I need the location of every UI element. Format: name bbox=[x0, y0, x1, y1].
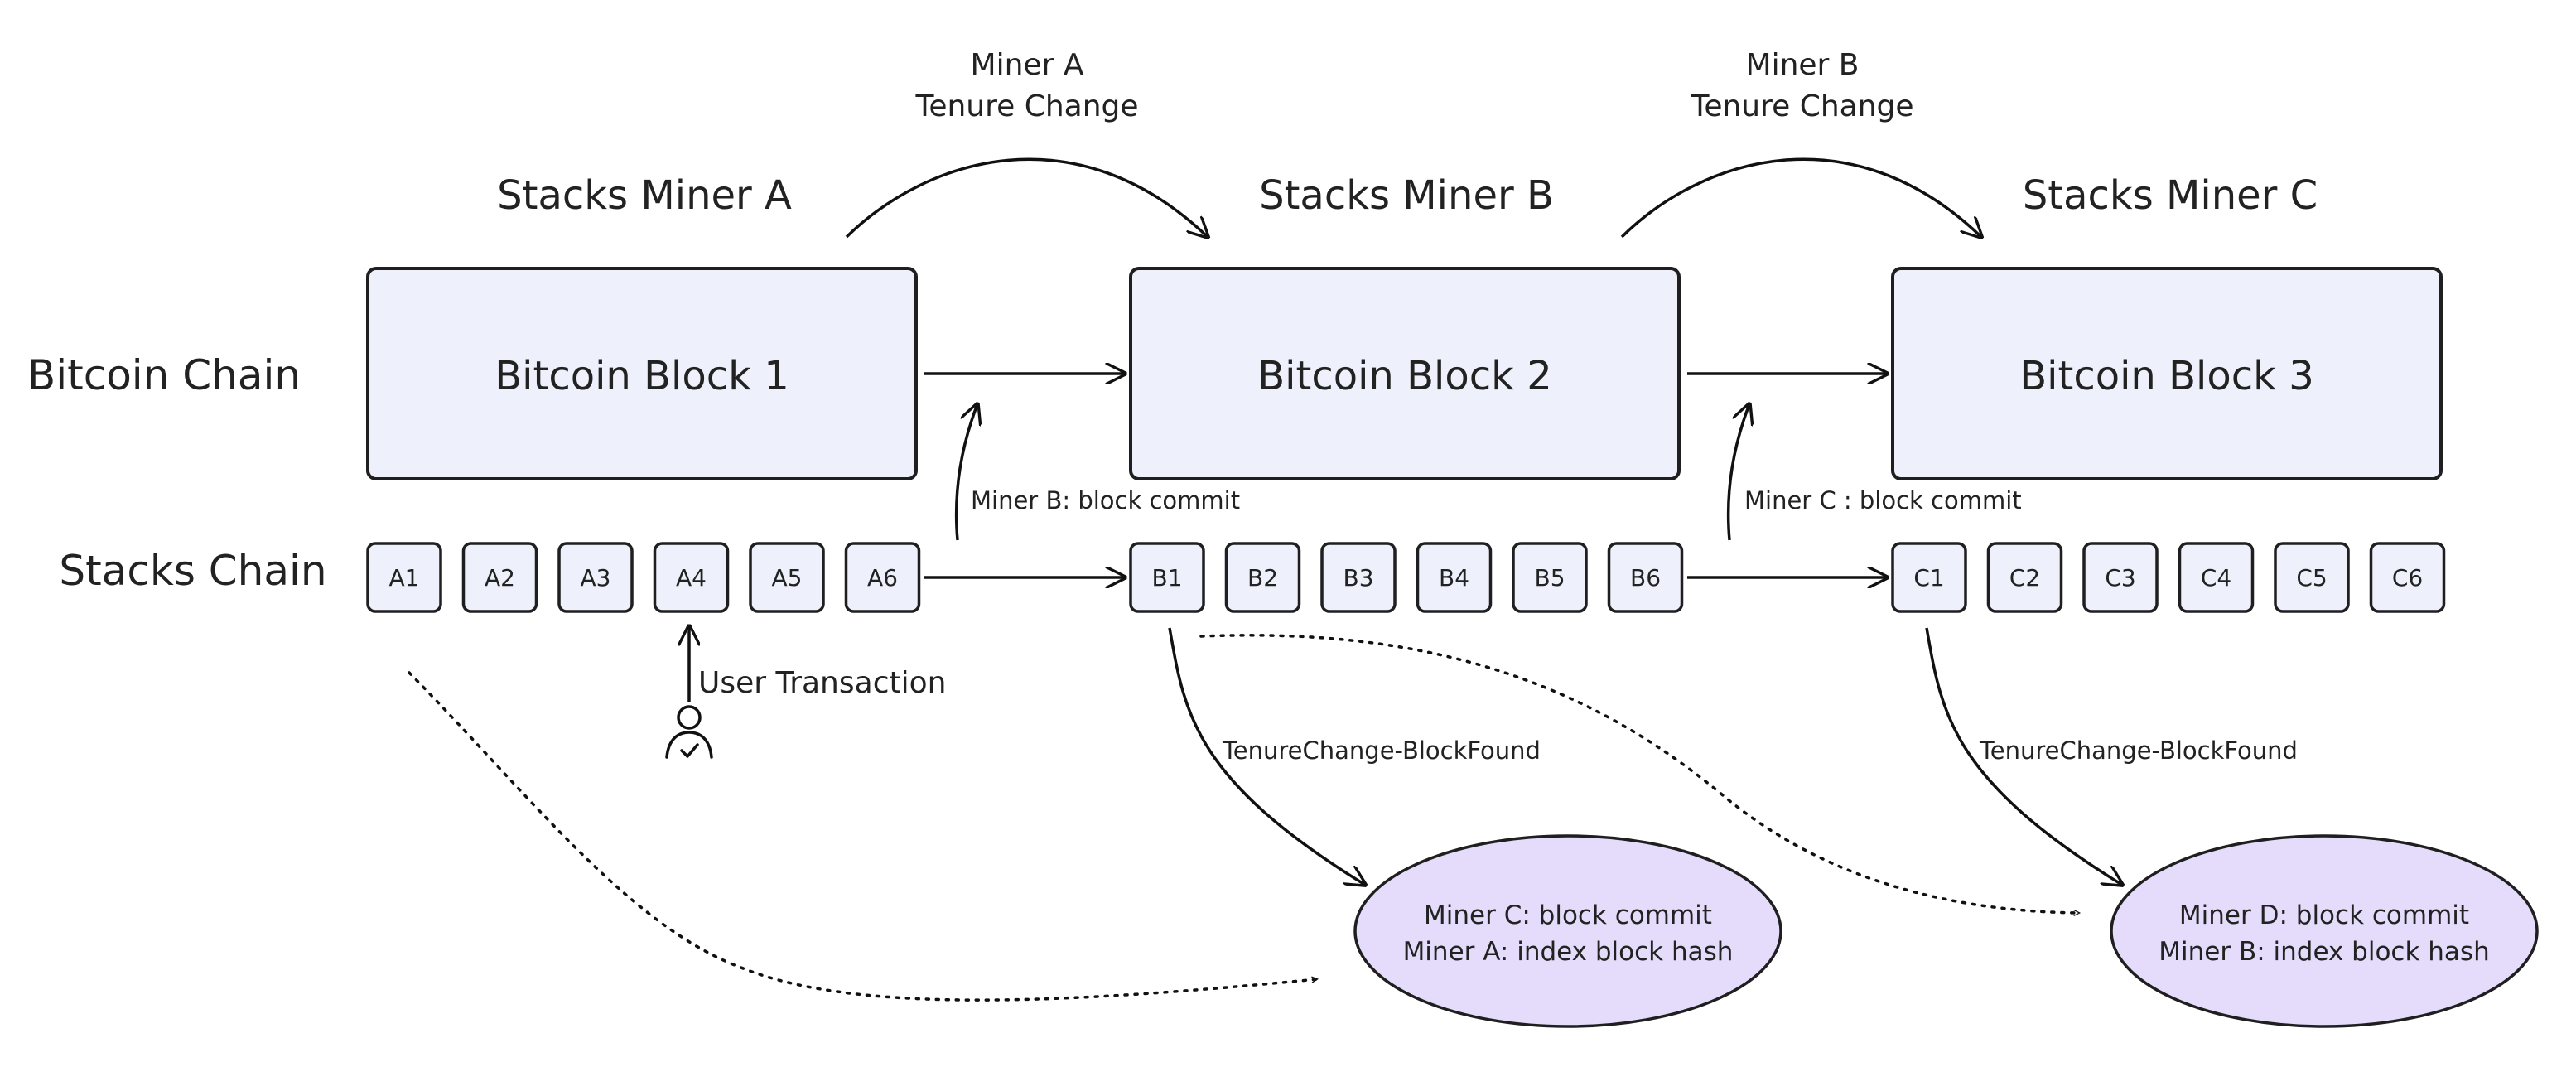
stacks-block: C5 bbox=[2274, 542, 2350, 613]
stacks-block: B3 bbox=[1320, 542, 1397, 613]
stacks-block-box bbox=[844, 542, 921, 613]
stacks-chain-label: Stacks Chain bbox=[59, 547, 326, 595]
miner-c-title: Stacks Miner C bbox=[2023, 172, 2318, 219]
block-commit-arrow-c bbox=[1726, 404, 1749, 541]
stacks-blocks-group: A1 A2 A3 A4 A5 A6 B1 B2 B3 B4 B5 B6 C1 C2 C3 C4 C5 C6 bbox=[366, 542, 2446, 613]
stacks-block: B2 bbox=[1224, 542, 1301, 613]
stacks-block-box bbox=[1607, 542, 1684, 613]
stacks-block: A1 bbox=[366, 542, 442, 613]
bitcoin-chain-label: Bitcoin Chain bbox=[27, 351, 301, 399]
stacks-block-box bbox=[1320, 542, 1397, 613]
miner-b-title: Stacks Miner B bbox=[1259, 172, 1554, 219]
stacks-block-label: B3 bbox=[1343, 564, 1373, 591]
stacks-block-label: C5 bbox=[2296, 564, 2327, 591]
stacks-block-box bbox=[1512, 542, 1588, 613]
stacks-block-box bbox=[653, 542, 730, 613]
stacks-block: C1 bbox=[1891, 542, 1967, 613]
bitcoin-block-1-label: Bitcoin Block 1 bbox=[494, 353, 789, 399]
stacks-block-box bbox=[1416, 542, 1493, 613]
tenure-found-label-c1: TenureChange-BlockFound bbox=[1979, 736, 2298, 765]
stacks-block-label: B6 bbox=[1630, 564, 1661, 591]
stacks-block: A4 bbox=[653, 542, 730, 613]
bitcoin-block-2-label: Bitcoin Block 2 bbox=[1257, 353, 1551, 399]
stacks-block: B5 bbox=[1512, 542, 1588, 613]
user-transaction-label: User Transaction bbox=[698, 666, 946, 700]
bitcoin-block-3: Bitcoin Block 3 bbox=[1891, 267, 2443, 480]
ellipse-1-line1: Miner C: block commit bbox=[1424, 900, 1712, 930]
user-check-icon bbox=[665, 705, 713, 759]
stacks-block-label: C2 bbox=[2009, 564, 2040, 591]
stacks-block-label: B2 bbox=[1247, 564, 1278, 591]
stacks-block-box bbox=[461, 542, 538, 613]
tenure-found-arrow-c1 bbox=[1925, 627, 2122, 885]
block-commit-label-c: Miner C : block commit bbox=[1744, 486, 2022, 514]
stacks-block-box bbox=[2082, 542, 2159, 613]
stacks-block-box bbox=[1129, 542, 1205, 613]
ellipse-tenure-b: Miner C: block commit Miner A: index blo… bbox=[1353, 834, 1782, 1028]
stacks-block-box bbox=[2274, 542, 2350, 613]
stacks-block-label: A6 bbox=[867, 564, 898, 591]
stacks-block-box bbox=[749, 542, 825, 613]
stacks-block-label: B4 bbox=[1439, 564, 1469, 591]
stacks-block-box bbox=[2178, 542, 2255, 613]
stacks-block: B1 bbox=[1129, 542, 1205, 613]
dotted-arrow-a-to-ellipse-1 bbox=[408, 671, 1319, 1002]
stacks-block-box bbox=[2369, 542, 2446, 613]
ellipse-1-line2: Miner A: index block hash bbox=[1403, 937, 1734, 967]
stacks-block-box bbox=[1986, 542, 2063, 613]
stacks-block: C4 bbox=[2178, 542, 2255, 613]
ellipse-tenure-c: Miner D: block commit Miner B: index blo… bbox=[2110, 834, 2539, 1028]
stacks-block-label: A3 bbox=[581, 564, 611, 591]
stacks-block: C6 bbox=[2369, 542, 2446, 613]
stacks-block-label: A1 bbox=[389, 564, 420, 591]
stacks-block-label: C3 bbox=[2105, 564, 2135, 591]
ellipse-2-line1: Miner D: block commit bbox=[2179, 900, 2469, 930]
stacks-block: C3 bbox=[2082, 542, 2159, 613]
ellipse-2-line2: Miner B: index block hash bbox=[2159, 937, 2489, 967]
stacks-block-label: C6 bbox=[2392, 564, 2423, 591]
tenure-change-a-line1: Miner A bbox=[971, 48, 1084, 82]
miner-a-title: Stacks Miner A bbox=[497, 172, 792, 219]
block-commit-arrow-b bbox=[954, 404, 977, 541]
stacks-block-label: C1 bbox=[1913, 564, 1944, 591]
stacks-block-box bbox=[557, 542, 634, 613]
tenure-change-arrow-b bbox=[1620, 157, 1981, 237]
stacks-block-label: A4 bbox=[676, 564, 707, 591]
stacks-block-label: B1 bbox=[1151, 564, 1182, 591]
stacks-block: A3 bbox=[557, 542, 634, 613]
stacks-block: C2 bbox=[1986, 542, 2063, 613]
tenure-change-arrow-a bbox=[845, 157, 1208, 237]
tenure-change-b-line1: Miner B bbox=[1746, 48, 1860, 82]
stacks-block-box bbox=[1891, 542, 1967, 613]
tenure-change-a-line2: Tenure Change bbox=[914, 89, 1138, 123]
bitcoin-block-2: Bitcoin Block 2 bbox=[1129, 267, 1681, 480]
tenure-found-arrow-b1 bbox=[1168, 627, 1365, 885]
stacks-block-box bbox=[366, 542, 442, 613]
dotted-arrow-b-to-ellipse-2 bbox=[1199, 634, 2082, 916]
stacks-block-label: C4 bbox=[2201, 564, 2231, 591]
stacks-block-label: B5 bbox=[1534, 564, 1565, 591]
stacks-block: A6 bbox=[844, 542, 921, 613]
stacks-block-label: A2 bbox=[485, 564, 515, 591]
tenure-change-b-line2: Tenure Change bbox=[1690, 89, 1913, 123]
stacks-block: A2 bbox=[461, 542, 538, 613]
stacks-block-label: A5 bbox=[772, 564, 803, 591]
stacks-block: A5 bbox=[749, 542, 825, 613]
stacks-block: B6 bbox=[1607, 542, 1684, 613]
stacks-block: B4 bbox=[1416, 542, 1493, 613]
bitcoin-block-3-label: Bitcoin Block 3 bbox=[2019, 353, 2313, 399]
tenure-found-label-b1: TenureChange-BlockFound bbox=[1222, 736, 1541, 765]
block-commit-label-b: Miner B: block commit bbox=[971, 486, 1240, 514]
stacks-block-box bbox=[1224, 542, 1301, 613]
bitcoin-block-1: Bitcoin Block 1 bbox=[366, 267, 918, 480]
